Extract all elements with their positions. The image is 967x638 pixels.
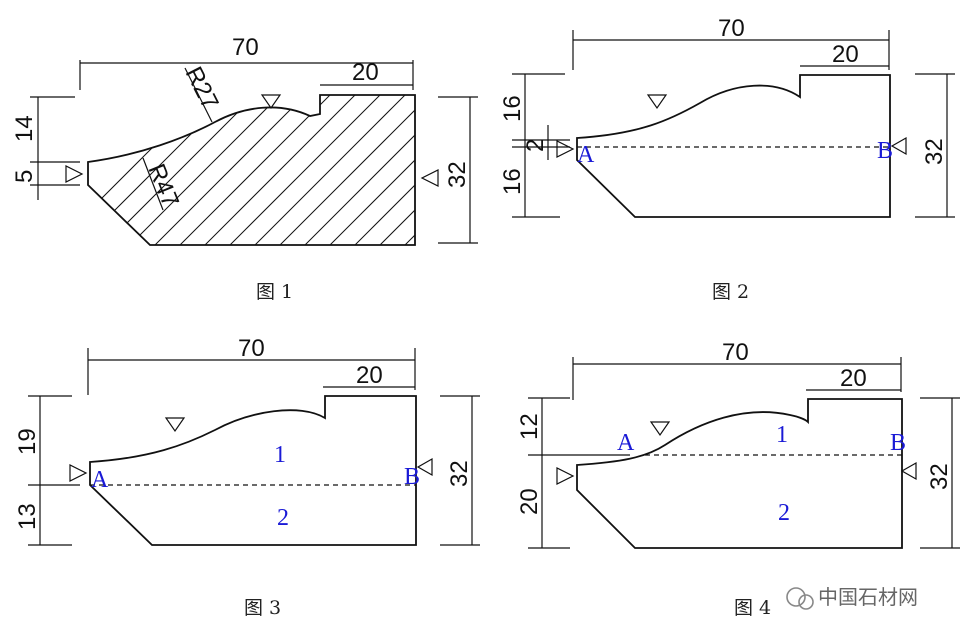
watermark: 中国石材网 [786,585,918,610]
figure-2-point-a: A [577,142,595,168]
figure-2-right-mark-icon [890,136,907,156]
figure-2-dim-mid: 2 [522,139,549,152]
figure-3-point-b: B [404,464,420,490]
figure-3-right-mark-icon [416,457,433,477]
figure-1-left-mark-icon [65,165,84,183]
figure-2-profile [576,74,891,218]
figure-2-point-b: B [877,138,893,164]
figure-3-dim-width: 70 [238,335,265,362]
figure-2-surface-mark-icon [646,94,668,110]
figure-3-dim-top: 19 [14,428,41,455]
figure-3-region-1: 1 [274,442,286,468]
figure-4-dim-step: 20 [840,365,867,392]
figure-1-caption: 图 1 [256,281,293,303]
figure-3-profile [89,395,417,546]
figure-1-dim-top: 14 [11,115,38,142]
figure-4-surface-mark-icon [649,421,671,437]
figure-3-left-mark-icon [69,464,88,482]
figure-2-dim-height: 32 [921,138,948,165]
watermark-text: 中国石材网 [818,585,918,609]
figure-1-profile [87,94,416,246]
figure-3-caption: 图 3 [244,597,281,619]
figure-1-dim-width: 70 [232,34,259,61]
figure-3-dim-step: 20 [356,362,383,389]
figure-1-dim-height: 32 [444,161,471,188]
figure-2-dim-step: 20 [832,41,859,68]
figure-2-dim-top: 16 [499,95,526,122]
figure-3-dim-height: 32 [446,460,473,487]
figure-4-right-mark-icon [900,461,917,481]
figure-4-region-1: 1 [776,422,788,448]
figure-4-point-b: B [890,430,906,456]
figure-1-dim-step: 20 [352,59,379,86]
figure-1-right-mark-icon [420,169,439,187]
figure-4-profile [576,398,903,549]
figure-3-dim-bottom: 13 [14,503,41,530]
figure-4-dim-width: 70 [722,339,749,366]
figure-4-left-mark-icon [556,467,575,485]
figure-4-point-a: A [617,430,635,456]
figure-4: 70 20 12 20 32 A B 1 2 图 4 [516,339,960,619]
figure-4-region-2: 2 [778,500,790,526]
figure-4-caption: 图 4 [734,597,771,619]
figure-4-dim-bottom: 20 [516,488,543,515]
figure-4-dim-top: 12 [516,413,543,440]
figure-1-surface-mark-icon [260,94,282,110]
figure-2-dim-bottom: 16 [499,168,526,195]
figure-4-dim-height: 32 [926,463,953,490]
figure-3-surface-mark-icon [164,417,186,433]
figure-3-region-2: 2 [277,505,289,531]
figure-2-caption: 图 2 [712,281,749,303]
figure-2-dim-width: 70 [718,15,745,42]
figure-3: 70 20 19 13 32 A B 1 2 图 3 [14,335,480,619]
figure-1-hatching [88,95,415,245]
figure-2-left-mark-icon [556,140,575,158]
figure-1: 70 20 14 5 32 R27 R47 图 1 [11,34,478,303]
figure-1-dim-mid: 5 [11,170,38,183]
watermark-logo-icon [786,587,814,610]
figure-2: 70 20 16 2 16 32 A B 图 2 [499,15,955,303]
figure-1-dim-r47: R47 [142,160,184,211]
figure-3-point-a: A [91,467,109,493]
